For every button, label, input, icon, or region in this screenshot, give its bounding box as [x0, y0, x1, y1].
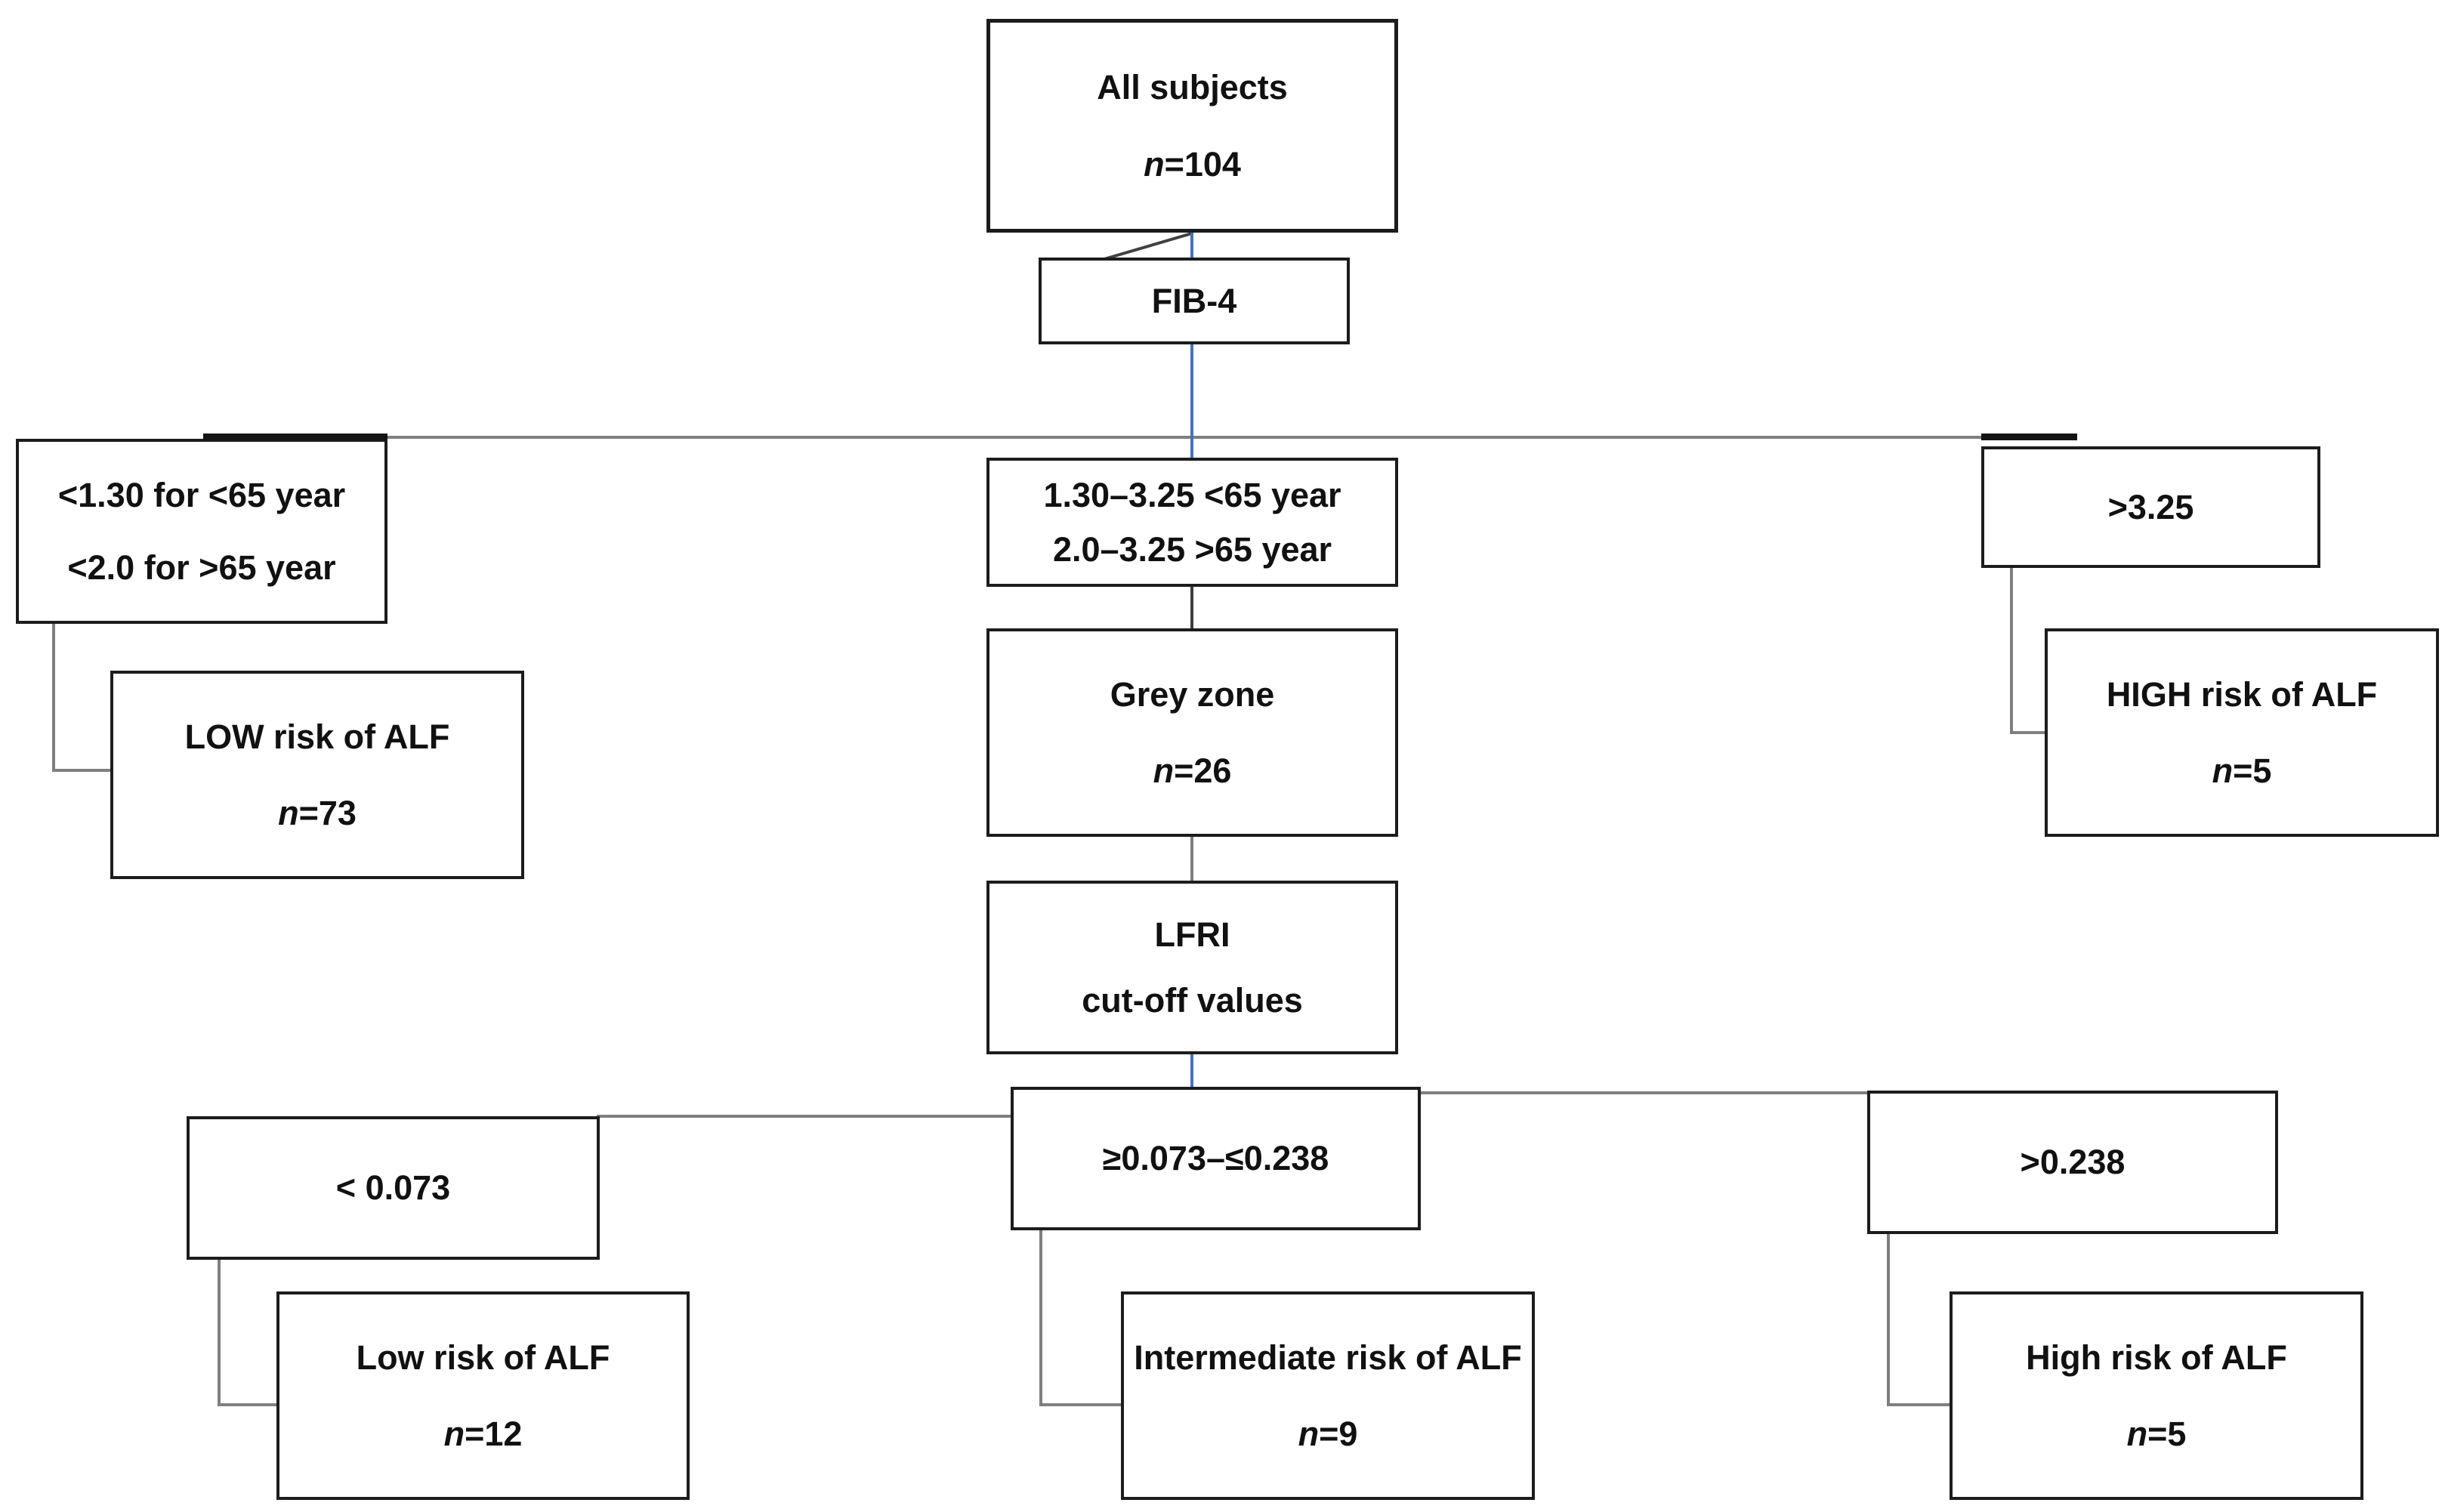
- n-italic: n: [2212, 751, 2234, 790]
- node-label: cut-off values: [1082, 981, 1303, 1020]
- connector-lfri-midcutoff: [1190, 1053, 1193, 1089]
- elbow-leftcriteria-h: [52, 769, 113, 772]
- elbow-midcutoff-v: [1039, 1229, 1042, 1406]
- node-label: < 0.073: [335, 1168, 451, 1208]
- n-italic: n: [1298, 1415, 1320, 1453]
- connector-midcriteria-greyzone: [1190, 585, 1193, 630]
- node-count: n=104: [1144, 144, 1241, 184]
- node-label: ≥0.073–≤0.238: [1102, 1139, 1329, 1178]
- n-italic: n: [443, 1415, 465, 1453]
- elbow-ltcutoff-v: [218, 1258, 221, 1406]
- elbow-midcutoff-h: [1039, 1403, 1122, 1406]
- connector-allsubjects-fib4: [1190, 230, 1193, 261]
- elbow-rightcriteria-h: [2010, 731, 2048, 734]
- node-count: n=73: [278, 795, 357, 832]
- n-value: =5: [2233, 751, 2272, 790]
- node-fib4-high-criteria: >3.25: [1981, 446, 2320, 568]
- connector-fib4-branch: [1190, 343, 1193, 461]
- n-value: =5: [2147, 1415, 2187, 1453]
- node-grey-zone: Grey zone n=26: [986, 628, 1398, 837]
- branch-line-lfri-right: [1419, 1091, 2153, 1094]
- elbow-gtcutoff-h: [1887, 1403, 1952, 1406]
- node-lfri-low-criteria: < 0.073: [187, 1116, 600, 1260]
- node-low-risk-fib4: LOW risk of ALF n=73: [110, 671, 524, 879]
- n-italic: n: [1153, 751, 1175, 790]
- node-label: Low risk of ALF: [356, 1338, 610, 1377]
- elbow-gtcutoff-v: [1887, 1233, 1890, 1406]
- node-label: LOW risk of ALF: [184, 717, 450, 756]
- node-intermediate-risk-lfri: Intermediate risk of ALF n=9: [1121, 1291, 1535, 1500]
- node-count: n=26: [1153, 752, 1232, 790]
- node-label: Grey zone: [1110, 674, 1275, 714]
- node-count: n=9: [1298, 1415, 1358, 1453]
- n-value: =26: [1174, 751, 1232, 790]
- node-lfri-cutoff: LFRI cut-off values: [986, 881, 1398, 1054]
- node-lfri-mid-criteria: ≥0.073–≤0.238: [1011, 1087, 1421, 1230]
- branch-line-fib4: [203, 436, 2077, 439]
- n-italic: n: [1144, 144, 1165, 184]
- node-label: >3.25: [2107, 487, 2194, 526]
- node-fib4-grey-criteria: 1.30–3.25 <65 year 2.0–3.25 >65 year: [986, 458, 1398, 587]
- node-fib4: FIB-4: [1039, 258, 1350, 344]
- branch-line-lfri-left: [597, 1115, 1012, 1118]
- node-low-risk-lfri: Low risk of ALF n=12: [276, 1291, 690, 1500]
- node-label: HIGH risk of ALF: [2106, 674, 2378, 714]
- n-value: =12: [465, 1415, 523, 1453]
- n-value: =9: [1319, 1415, 1358, 1453]
- node-label: LFRI: [1154, 915, 1230, 954]
- elbow-ltcutoff-h: [218, 1403, 278, 1406]
- n-italic: n: [278, 794, 299, 832]
- node-count: n=5: [2212, 752, 2272, 790]
- n-value: =73: [298, 794, 357, 832]
- node-count: n=5: [2127, 1415, 2187, 1453]
- node-high-risk-lfri: High risk of ALF n=5: [1950, 1291, 2363, 1500]
- node-label: <1.30 for <65 year: [57, 476, 346, 514]
- node-label: All subjects: [1097, 68, 1288, 106]
- node-fib4-low-criteria: <1.30 for <65 year <2.0 for >65 year: [16, 439, 387, 624]
- branch-line-overlap-left: [203, 434, 387, 440]
- node-all-subjects: All subjects n=104: [986, 19, 1398, 233]
- n-italic: n: [2126, 1415, 2148, 1453]
- node-lfri-high-criteria: >0.238: [1867, 1091, 2278, 1234]
- node-label: >0.238: [2020, 1143, 2126, 1182]
- node-label: 2.0–3.25 >65 year: [1052, 529, 1332, 569]
- node-high-risk-fib4: HIGH risk of ALF n=5: [2045, 628, 2439, 837]
- branch-line-overlap-right: [1981, 434, 2077, 440]
- elbow-leftcriteria-v: [52, 622, 55, 772]
- node-label: <2.0 for >65 year: [67, 548, 336, 587]
- node-label: FIB-4: [1151, 281, 1237, 320]
- node-label: High risk of ALF: [2026, 1338, 2287, 1377]
- node-count: n=12: [444, 1415, 523, 1453]
- node-label: Intermediate risk of ALF: [1134, 1338, 1522, 1377]
- elbow-rightcriteria-v: [2010, 566, 2013, 734]
- n-value: =104: [1164, 144, 1241, 184]
- node-label: 1.30–3.25 <65 year: [1043, 476, 1341, 514]
- connector-greyzone-lfri: [1190, 835, 1193, 882]
